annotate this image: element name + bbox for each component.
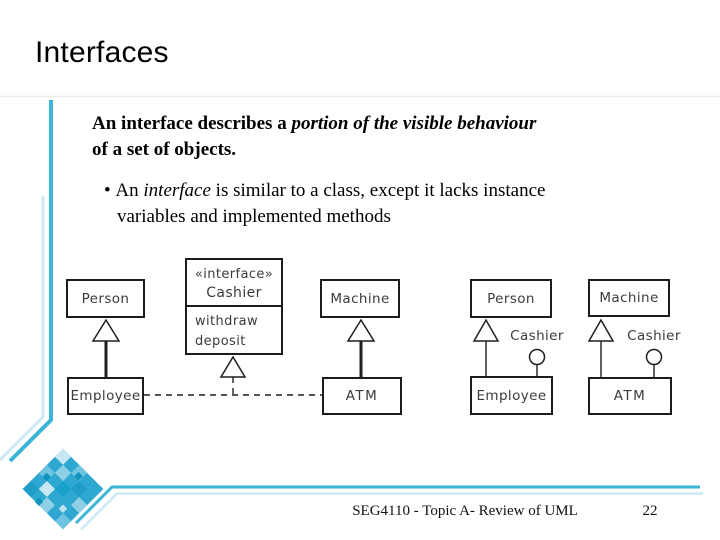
lollipop-circle-2 (645, 348, 663, 366)
bullet-text-mid: is similar to a class, except it lacks i… (210, 180, 546, 201)
footer-page-number: 22 (642, 503, 658, 519)
bullet-item: • An interface is similar to a class, ex… (104, 178, 692, 230)
class-box-machine-2: Machine (588, 279, 670, 317)
accent-line-bottom-light (80, 492, 703, 531)
generalization-arrow-3 (472, 318, 500, 342)
generalization-arrow-1 (91, 318, 121, 342)
interface-operations: withdraw deposit (187, 307, 281, 352)
generalization-arrow-2 (346, 318, 376, 342)
bullet-glyph: • (104, 180, 111, 201)
interface-box-header: «interface» Cashier (187, 260, 281, 307)
interface-stereotype: «interface» (194, 267, 274, 282)
lead-text-end: of a set of objects. (92, 139, 237, 160)
body-text: An interface describes a portion of the … (92, 111, 692, 230)
accent-line-left-teal (8, 100, 53, 463)
accent-line-bottom-teal (74, 485, 700, 525)
lead-text: An interface describes a (92, 113, 292, 134)
interface-op-withdraw: withdraw (195, 314, 258, 329)
bullet-text-line2: variables and implemented methods (117, 206, 391, 227)
class-box-atm-1: ATM (322, 377, 402, 415)
lead-paragraph: An interface describes a portion of the … (92, 111, 692, 163)
class-box-person-2: Person (470, 279, 552, 318)
page-title: Interfaces (35, 36, 169, 69)
accent-line-left-light (0, 196, 45, 462)
bullet-text-italic: interface (143, 180, 211, 201)
class-box-atm-2: ATM (588, 377, 672, 415)
bullet-text-pre: An (115, 180, 144, 201)
generalization-arrow-4 (587, 318, 615, 342)
interface-op-deposit: deposit (195, 334, 246, 349)
realization-arrow (219, 355, 247, 378)
interface-box-cashier: «interface» Cashier withdraw deposit (185, 258, 283, 355)
class-box-person-1: Person (66, 279, 145, 318)
lollipop-label-cashier-2: Cashier (627, 328, 681, 344)
class-box-employee-1: Employee (67, 377, 144, 415)
class-box-machine-1: Machine (320, 279, 400, 318)
footer-course-label: SEG4110 - Topic A- Review of UML (352, 503, 578, 519)
lead-text-italic: portion of the visible behaviour (291, 113, 537, 134)
lollipop-circle-1 (528, 348, 546, 366)
lollipop-label-cashier-1: Cashier (510, 328, 564, 344)
interface-name: Cashier (206, 285, 262, 301)
class-box-employee-2: Employee (470, 376, 553, 415)
